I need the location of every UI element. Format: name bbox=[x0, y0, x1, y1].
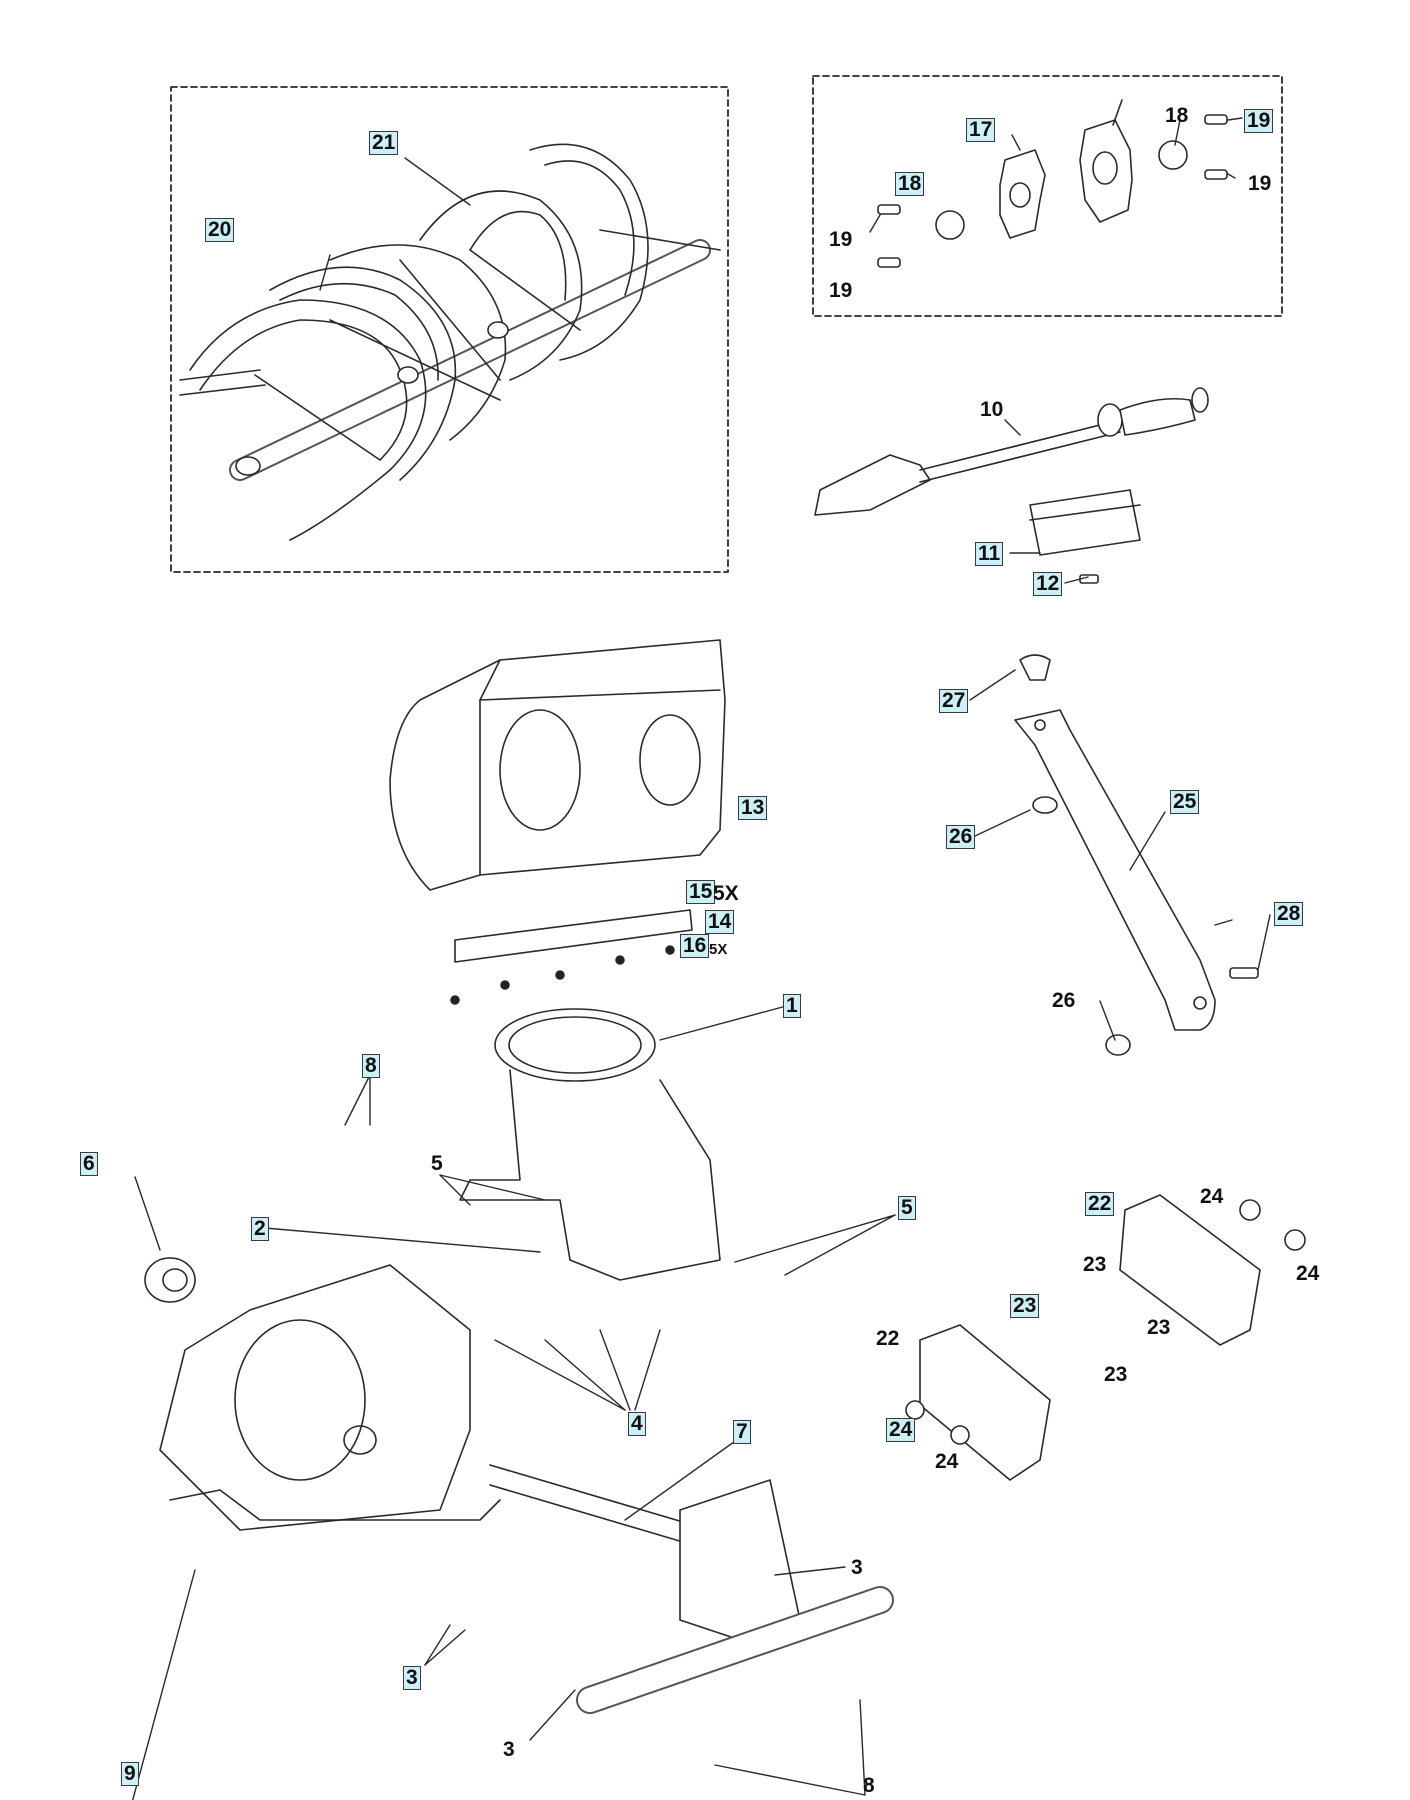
callout-17: 17 bbox=[966, 118, 996, 142]
callout-26: 26 bbox=[946, 825, 976, 849]
leader-lines bbox=[131, 117, 1271, 1800]
callout-19: 19 bbox=[829, 228, 853, 251]
gearbox-shaft bbox=[490, 1465, 880, 1700]
quantity-suffix-16: 5X bbox=[709, 941, 728, 958]
chute-base bbox=[460, 1009, 720, 1280]
hardware-group-box bbox=[812, 75, 1283, 317]
callout-8: 8 bbox=[362, 1054, 380, 1078]
callout-19: 19 bbox=[1244, 109, 1274, 133]
callout-20: 20 bbox=[205, 218, 235, 242]
callout-23: 23 bbox=[1104, 1363, 1128, 1386]
callout-9: 9 bbox=[121, 1762, 139, 1786]
quantity-suffix-15: 5X bbox=[713, 882, 739, 905]
callout-16: 16 bbox=[680, 934, 710, 958]
chute-crank-assembly bbox=[815, 388, 1208, 583]
callout-27: 27 bbox=[939, 689, 969, 713]
callout-22: 22 bbox=[876, 1327, 900, 1350]
callout-24: 24 bbox=[886, 1418, 916, 1442]
shear-bolt-hardware bbox=[878, 100, 1227, 267]
callout-24: 24 bbox=[935, 1450, 959, 1473]
callout-18: 18 bbox=[1165, 104, 1189, 127]
callout-23: 23 bbox=[1083, 1253, 1107, 1276]
callout-26: 26 bbox=[1052, 989, 1076, 1012]
callout-11: 11 bbox=[975, 542, 1004, 566]
auger-group-box bbox=[170, 86, 729, 573]
callout-3: 3 bbox=[403, 1666, 421, 1690]
auger-assembly bbox=[180, 144, 720, 540]
callout-2: 2 bbox=[251, 1217, 269, 1241]
callout-6: 6 bbox=[80, 1152, 98, 1176]
callout-1: 1 bbox=[783, 994, 801, 1018]
callout-19: 19 bbox=[1248, 172, 1272, 195]
callout-19: 19 bbox=[829, 279, 853, 302]
callout-24: 24 bbox=[1296, 1262, 1320, 1285]
callout-14: 14 bbox=[705, 910, 735, 934]
callout-5: 5 bbox=[431, 1152, 443, 1175]
callout-23: 23 bbox=[1147, 1316, 1171, 1339]
callout-28: 28 bbox=[1274, 902, 1304, 926]
skid-shoes bbox=[906, 1195, 1305, 1480]
callout-10: 10 bbox=[980, 398, 1004, 421]
callout-21: 21 bbox=[369, 131, 399, 155]
callout-12: 12 bbox=[1033, 572, 1063, 596]
callout-23: 23 bbox=[1010, 1294, 1040, 1318]
auger-housing bbox=[390, 640, 725, 1004]
callout-7: 7 bbox=[733, 1420, 751, 1444]
callout-22: 22 bbox=[1085, 1192, 1115, 1216]
callout-5: 5 bbox=[898, 1196, 916, 1220]
bearing bbox=[145, 1258, 195, 1302]
callout-15: 15 bbox=[686, 880, 716, 904]
side-plate bbox=[160, 1265, 500, 1530]
callout-25: 25 bbox=[1170, 790, 1200, 814]
callout-18: 18 bbox=[895, 172, 925, 196]
callout-8: 8 bbox=[863, 1774, 875, 1797]
chute-support-arm bbox=[1015, 655, 1258, 1055]
callout-24: 24 bbox=[1200, 1185, 1224, 1208]
callout-3: 3 bbox=[503, 1738, 515, 1761]
callout-4: 4 bbox=[628, 1412, 646, 1436]
callout-13: 13 bbox=[738, 796, 768, 820]
callout-3: 3 bbox=[851, 1556, 863, 1579]
